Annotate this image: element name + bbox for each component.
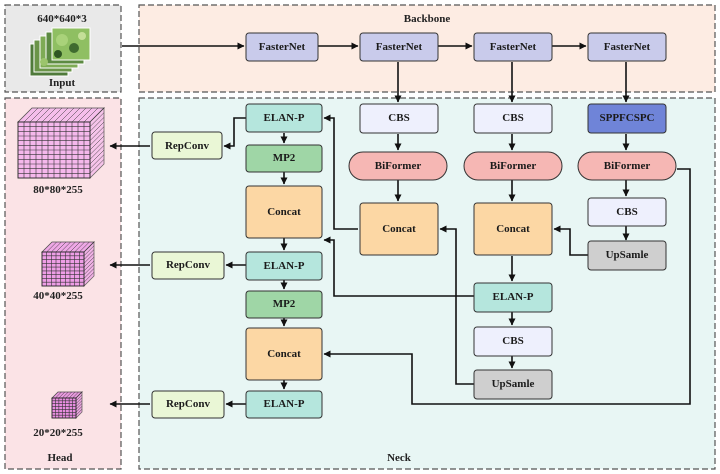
svg-text:Concat: Concat <box>267 348 301 360</box>
elan-p-block-2: ELAN-P <box>245 251 323 281</box>
output-grid-40 <box>41 241 95 287</box>
svg-text:CBS: CBS <box>388 112 409 124</box>
svg-text:Concat: Concat <box>496 223 530 235</box>
neck-title: Neck <box>387 452 412 464</box>
mp2-block-2: MP2 <box>245 290 323 319</box>
fasternet-block-1: FasterNet <box>245 32 319 62</box>
concat-block-2: Concat <box>473 202 553 256</box>
svg-text:ELAN-P: ELAN-P <box>264 112 305 124</box>
svg-text:UpSamle: UpSamle <box>606 249 649 261</box>
cbs-block-4: CBS <box>473 326 553 357</box>
repconv-block-3: RepConv <box>151 390 225 419</box>
output-label-20: 20*20*255 <box>33 427 83 439</box>
svg-text:Concat: Concat <box>382 223 416 235</box>
biformer-block-1: BiFormer <box>348 151 448 181</box>
svg-text:FasterNet: FasterNet <box>259 41 306 53</box>
concat-block-4: Concat <box>245 327 323 381</box>
concat-block-3: Concat <box>245 185 323 239</box>
backbone-title: Backbone <box>404 13 451 25</box>
upsample-block-1: UpSamle <box>587 240 667 271</box>
svg-text:CBS: CBS <box>502 112 523 124</box>
output-grid-80 <box>17 107 105 179</box>
biformer-block-2: BiFormer <box>463 151 563 181</box>
upsample-block-2: UpSamle <box>473 369 553 400</box>
sppfcspc-block: SPPFCSPC <box>587 103 667 134</box>
cbs-block-3: CBS <box>587 197 667 227</box>
svg-text:BiFormer: BiFormer <box>604 160 651 172</box>
input-label: Input <box>49 77 76 89</box>
svg-text:BiFormer: BiFormer <box>490 160 537 172</box>
output-label-40: 40*40*255 <box>33 290 83 302</box>
svg-text:ELAN-P: ELAN-P <box>264 398 305 410</box>
svg-text:RepConv: RepConv <box>166 398 211 410</box>
output-grid-20 <box>51 391 83 419</box>
svg-text:CBS: CBS <box>502 335 523 347</box>
svg-text:RepConv: RepConv <box>166 259 211 271</box>
connections <box>109 42 691 408</box>
svg-text:BiFormer: BiFormer <box>375 160 422 172</box>
cbs-block-2: CBS <box>473 103 553 134</box>
svg-text:Concat: Concat <box>267 206 301 218</box>
concat-block-1: Concat <box>359 202 439 256</box>
fasternet-block-3: FasterNet <box>473 32 553 62</box>
svg-text:ELAN-P: ELAN-P <box>264 260 305 272</box>
repconv-block-2: RepConv <box>151 251 225 280</box>
svg-text:FasterNet: FasterNet <box>490 41 537 53</box>
output-label-80: 80*80*255 <box>33 184 83 196</box>
svg-text:ELAN-P: ELAN-P <box>493 291 534 303</box>
biformer-block-3: BiFormer <box>577 151 677 181</box>
svg-text:UpSamle: UpSamle <box>492 378 535 390</box>
elan-p-block-1: ELAN-P <box>245 103 323 133</box>
svg-text:CBS: CBS <box>616 206 637 218</box>
svg-text:MP2: MP2 <box>273 152 296 164</box>
elan-p-block-3: ELAN-P <box>245 390 323 419</box>
svg-text:RepConv: RepConv <box>165 140 210 152</box>
head-title: Head <box>47 452 72 464</box>
fasternet-block-2: FasterNet <box>359 32 439 62</box>
input-size-label: 640*640*3 <box>37 13 87 25</box>
fasternet-block-4: FasterNet <box>587 32 667 62</box>
input-image <box>29 27 91 77</box>
svg-text:FasterNet: FasterNet <box>604 41 651 53</box>
svg-text:FasterNet: FasterNet <box>376 41 423 53</box>
svg-text:SPPFCSPC: SPPFCSPC <box>600 112 655 124</box>
repconv-block-1: RepConv <box>151 131 223 160</box>
mp2-block-1: MP2 <box>245 144 323 173</box>
svg-text:MP2: MP2 <box>273 298 296 310</box>
cbs-block-1: CBS <box>359 103 439 134</box>
elan-p-block-mid: ELAN-P <box>473 282 553 313</box>
